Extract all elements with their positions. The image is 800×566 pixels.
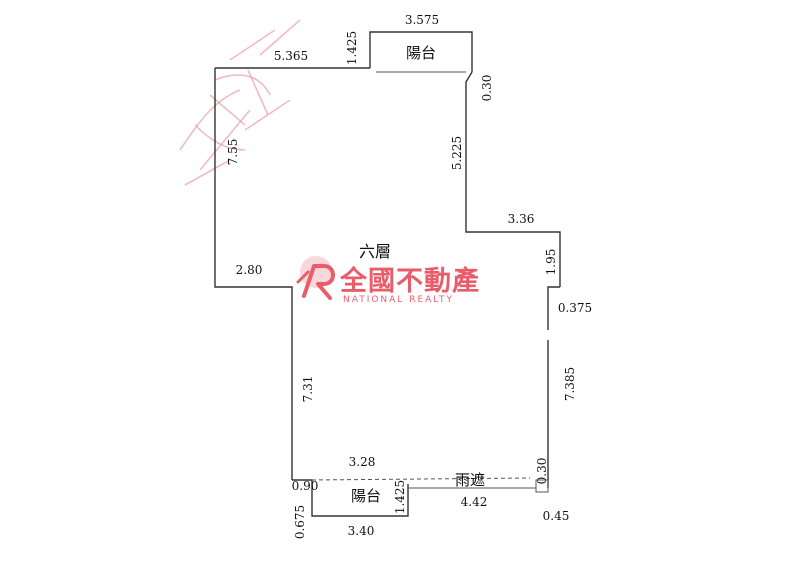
room-label-balcony-top: 陽台 (406, 44, 436, 62)
dim-right-step-width: 3.36 (508, 212, 535, 226)
dim-top-left-wall: 5.365 (274, 49, 308, 63)
dim-top-width: 3.575 (405, 13, 439, 27)
dim-canopy-width: 4.42 (461, 495, 488, 509)
dim-bottom-inner-width: 3.28 (349, 455, 376, 469)
dim-right-lower-height: 7.385 (563, 367, 577, 401)
dim-right-step-small: 0.30 (480, 75, 494, 102)
dim-left-lower-height: 7.31 (301, 376, 315, 403)
dim-top-balcony-depth: 1.425 (345, 31, 359, 65)
room-label-canopy: 雨遮 (455, 471, 485, 489)
dim-bottom-left-small: 0.675 (293, 505, 307, 539)
dim-bottom-right-small: 0.45 (543, 509, 570, 523)
dim-left-upper-height: 7.55 (226, 139, 240, 166)
brand-watermark: 全國不動產 NATIONAL REALTY (296, 256, 480, 305)
dim-left-step-width: 2.80 (236, 263, 263, 277)
room-label-balcony-bottom: 陽台 (351, 487, 381, 505)
stamp-watermark (179, 19, 301, 186)
dim-left-bottom-small: 0.90 (292, 479, 319, 493)
floor-label: 六層 (359, 242, 391, 261)
outer-walls (214, 31, 561, 517)
dim-right-upper-height: 5.225 (450, 136, 464, 170)
dim-bottom-balcony-depth: 1.425 (393, 480, 407, 514)
brand-name-cn: 全國不動產 (339, 265, 480, 297)
dim-bottom-balcony-width: 3.40 (348, 524, 375, 538)
brand-logo-icon (296, 256, 335, 300)
dim-right-small: 0.375 (558, 301, 592, 315)
dim-right-bottom-small: 0.30 (535, 458, 549, 485)
dim-right-step-height: 1.95 (544, 249, 558, 276)
brand-name-en: NATIONAL REALTY (343, 295, 454, 305)
